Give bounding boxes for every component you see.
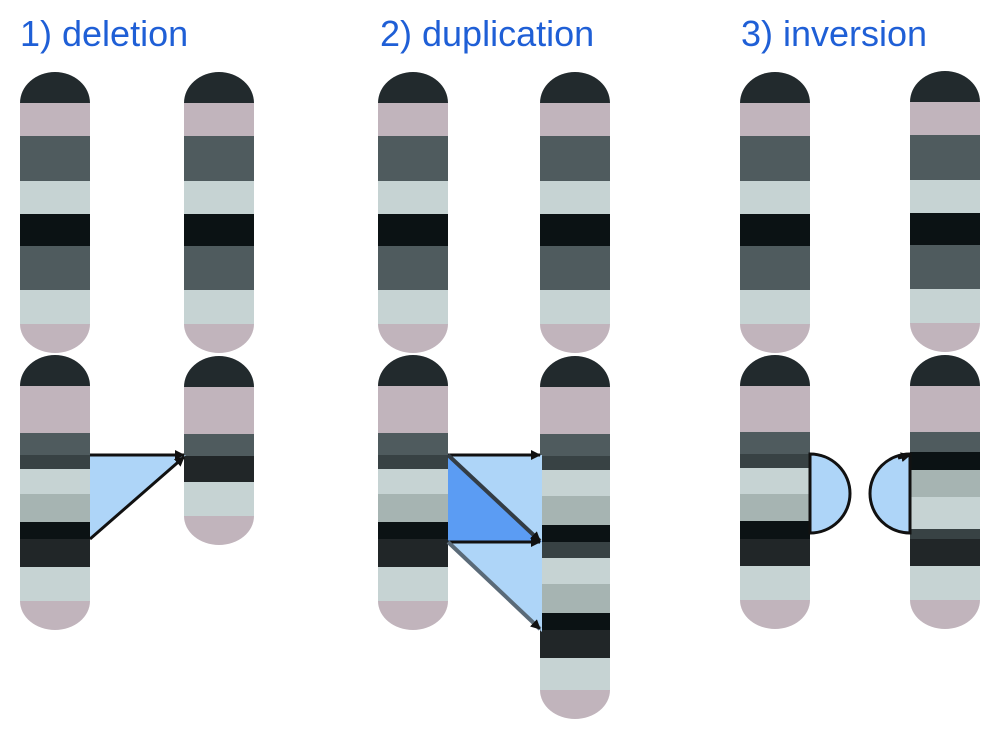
duplication-lower-diagonal-arrow <box>446 540 542 631</box>
inversion-title: 3) inversion <box>741 13 928 54</box>
inversion-mutant-upper-chromosome <box>910 71 980 352</box>
deletion-mutant-lower-chromosome <box>184 356 254 545</box>
deletion-normal-lower-chromosome <box>20 355 90 630</box>
inversion-mutant-loop <box>868 452 912 535</box>
deletion-normal-upper-chromosome <box>20 72 90 353</box>
inversion-normal-upper-chromosome <box>740 72 810 353</box>
duplication-mutant-lower-chromosome <box>540 356 610 719</box>
deletion-title: 1) deletion <box>20 13 189 54</box>
duplication-normal-lower-chromosome <box>378 355 448 630</box>
inversion-mutant-lower-chromosome <box>910 355 980 629</box>
deletion-mutant-upper-chromosome <box>184 72 254 353</box>
deletion-lower-arrow <box>89 455 185 541</box>
inversion-normal-loop <box>808 452 852 535</box>
duplication-diagonal-arrow <box>446 453 542 543</box>
duplication-normal-upper-chromosome <box>378 72 448 353</box>
inversion-normal-lower-chromosome <box>740 355 810 629</box>
duplication-mutant-upper-chromosome <box>540 72 610 353</box>
duplication-title: 2) duplication <box>380 13 595 54</box>
inversion-mutant-loop-arrow <box>897 452 911 463</box>
